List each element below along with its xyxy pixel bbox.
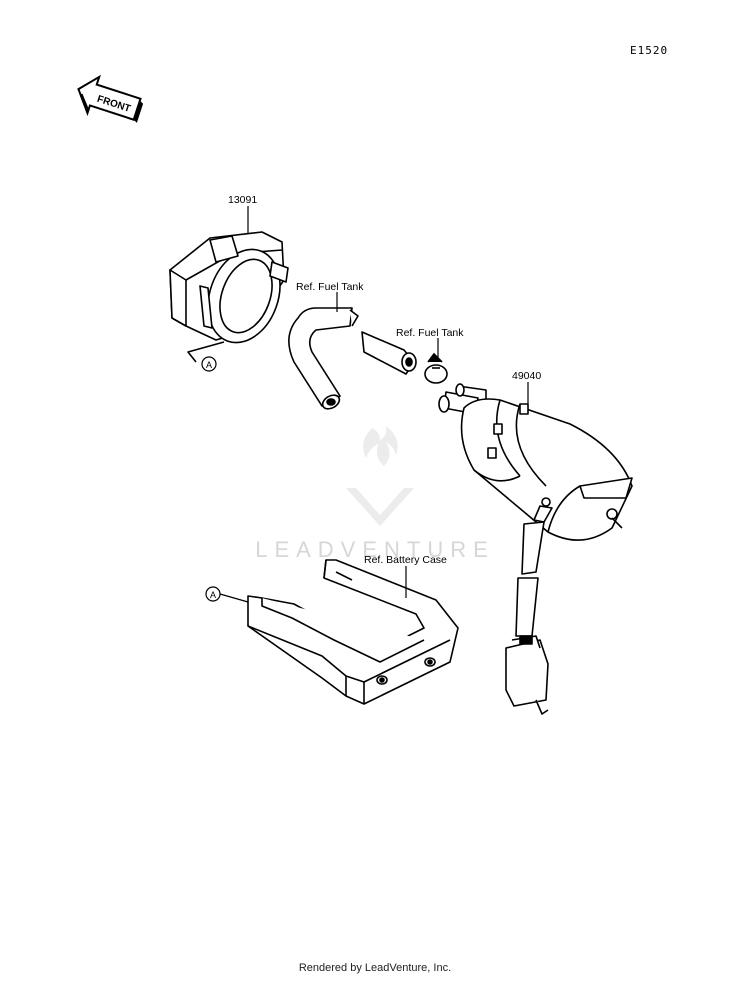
marker-a-bottom: A <box>205 586 221 602</box>
hose-clip <box>424 352 448 384</box>
battery-case-bracket <box>247 559 459 705</box>
ref-fuel-tank-clip-label: Ref. Fuel Tank <box>396 327 464 339</box>
diagram-code: E1520 <box>630 44 668 57</box>
svg-text:A: A <box>210 590 216 600</box>
part-49040-fuel-pump <box>438 383 633 715</box>
part-number-13091: 13091 <box>228 194 257 206</box>
front-arrow-icon: FRONT <box>77 74 144 123</box>
watermark-text: LEADVENTURE <box>255 537 495 562</box>
ref-fuel-tank-hose-label: Ref. Fuel Tank <box>296 281 364 293</box>
ref-battery-case-label: Ref. Battery Case <box>364 554 447 566</box>
watermark-logo <box>346 426 414 526</box>
marker-a-top: A <box>201 356 217 372</box>
fuel-hose <box>288 307 417 410</box>
part-number-49040: 49040 <box>512 370 541 382</box>
svg-text:A: A <box>206 360 212 370</box>
part-13091-clamp <box>169 231 289 363</box>
footer-credit: Rendered by LeadVenture, Inc. <box>298 962 452 974</box>
